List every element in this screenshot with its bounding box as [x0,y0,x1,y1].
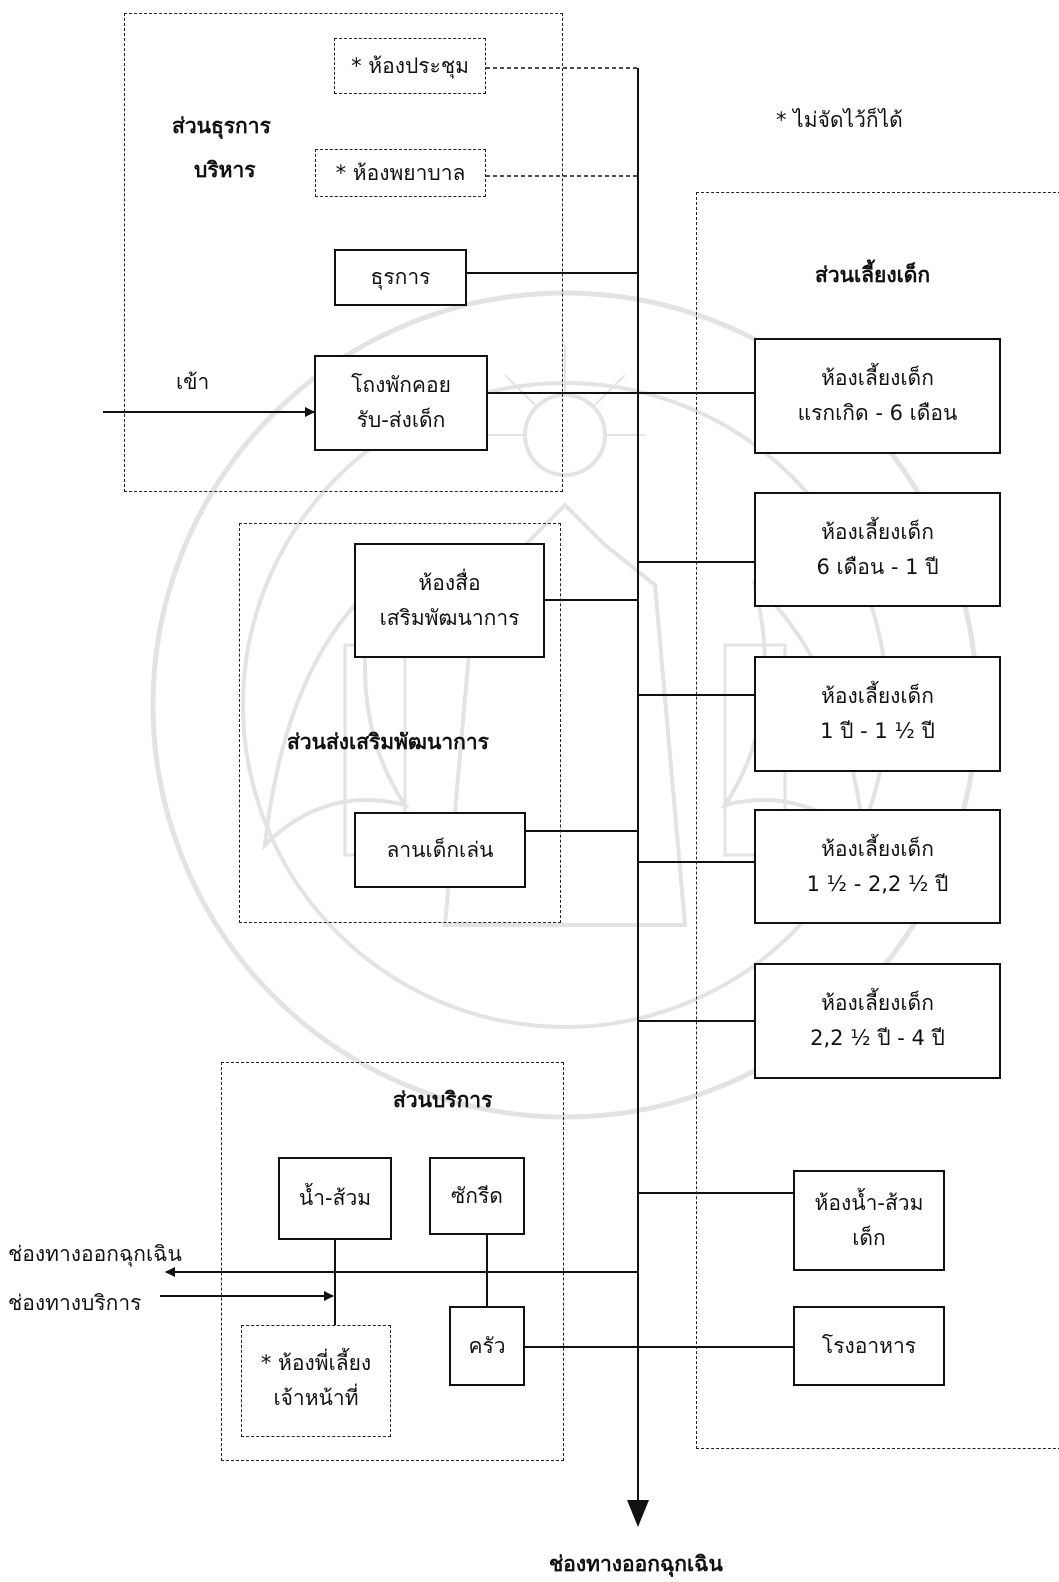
emergency-exit-bottom-arrow-icon [627,1500,649,1527]
admin-zone [124,13,563,492]
staff-room-box: * ห้องพี่เลี้ยง เจ้าหน้าที่ [241,1325,391,1437]
entrance-label: เข้า [176,370,210,394]
nursery-2-5y-4y-box: ห้องเลี้ยงเด็ก 2,2 ½ ปี - 4 ปี [754,963,1001,1079]
nursery-newborn-box: ห้องเลี้ยงเด็ก แรกเกิด - 6 เดือน [754,338,1001,454]
laundry-box: ซักรีด [429,1157,525,1235]
childcare-zone-title: ส่วนเลี้ยงเด็ก [815,263,931,287]
nursery-6m-1y-box: ห้องเลี้ยงเด็ก 6 เดือน - 1 ปี [754,492,1001,607]
emergency-exit-bottom-label: ช่องทางออกฉุกเฉิน [549,1552,723,1576]
media-room-box: ห้องสื่อ เสริมพัฒนาการ [354,543,545,658]
playground-box: ลานเด็กเล่น [354,812,526,888]
development-zone-title: ส่วนส่งเสริมพัฒนาการ [287,730,489,754]
office-box: ธุรการ [334,249,467,306]
childcare-zone [696,192,1059,1449]
nurse-room-box: * ห้องพยาบาล [315,149,486,197]
nursery-1-5y-2-5y-box: ห้องเลี้ยงเด็ก 1 ½ - 2,2 ½ ปี [754,809,1001,924]
restroom-box: น้ำ-ส้วม [278,1157,392,1240]
service-zone [221,1062,564,1461]
dining-hall-box: โรงอาหาร [793,1306,945,1386]
meeting-room-box: * ห้องประชุม [334,38,486,94]
child-restroom-box: ห้องน้ำ-ส้วม เด็ก [793,1170,945,1271]
optional-note: * ไม่จัดไว้ก็ได้ [776,108,903,132]
kitchen-box: ครัว [449,1306,525,1386]
service-zone-title: ส่วนบริการ [393,1088,493,1112]
admin-zone-title: ส่วนธุรการ บริหาร [172,114,271,182]
development-zone [239,523,561,923]
emergency-exit-side-label: ช่องทางออกฉุกเฉิน [8,1242,182,1266]
nursery-1y-1-5y-box: ห้องเลี้ยงเด็ก 1 ปี - 1 ½ ปี [754,656,1001,772]
waiting-hall-box: โถงพักคอย รับ-ส่งเด็ก [314,355,488,451]
service-entrance-label: ช่องทางบริการ [8,1291,142,1315]
